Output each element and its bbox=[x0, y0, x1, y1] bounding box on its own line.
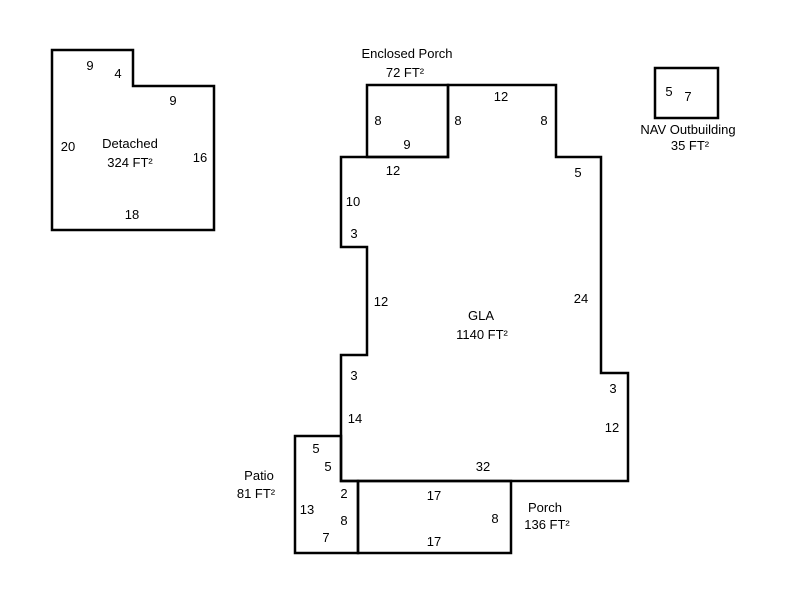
dim: 9 bbox=[86, 58, 93, 73]
dim: 17 bbox=[427, 488, 441, 503]
dim: 18 bbox=[125, 207, 139, 222]
dim: 8 bbox=[374, 113, 381, 128]
enclosed-porch-area-value: 72 FT² bbox=[386, 65, 425, 80]
dim: 5 bbox=[324, 459, 331, 474]
dim: 12 bbox=[374, 294, 388, 309]
nav-outbuilding-area: 5 7 NAV Outbuilding 35 FT² bbox=[640, 66, 736, 153]
enclosed-porch-area: Enclosed Porch 72 FT² 8 9 8 bbox=[361, 46, 462, 159]
dim: 3 bbox=[350, 368, 357, 383]
dim: 9 bbox=[403, 137, 410, 152]
dim: 3 bbox=[609, 381, 616, 396]
patio-area-value: 81 FT² bbox=[237, 486, 276, 501]
dim: 17 bbox=[427, 534, 441, 549]
detached-area-value: 324 FT² bbox=[107, 155, 153, 170]
dim: 8 bbox=[454, 113, 461, 128]
gla-area-value: 1140 FT² bbox=[456, 327, 508, 342]
dim: 3 bbox=[350, 226, 357, 241]
dim: 20 bbox=[61, 139, 75, 154]
dim: 14 bbox=[348, 411, 362, 426]
gla-label: GLA bbox=[468, 308, 494, 323]
patio-area: Patio 81 FT² 5 5 2 13 8 7 bbox=[237, 434, 360, 555]
porch-label: Porch bbox=[528, 500, 562, 515]
gla-outline bbox=[339, 83, 630, 483]
dim: 7 bbox=[322, 530, 329, 545]
detached-outline bbox=[50, 48, 216, 232]
dim: 12 bbox=[386, 163, 400, 178]
patio-label: Patio bbox=[244, 468, 274, 483]
dim: 16 bbox=[193, 150, 207, 165]
dim: 32 bbox=[476, 459, 490, 474]
dim: 8 bbox=[340, 513, 347, 528]
dim: 5 bbox=[312, 441, 319, 456]
dim: 8 bbox=[540, 113, 547, 128]
nav-outbuilding-area-value: 35 FT² bbox=[671, 138, 710, 153]
dim: 2 bbox=[340, 486, 347, 501]
dim: 9 bbox=[169, 93, 176, 108]
porch-area-value: 136 FT² bbox=[524, 517, 570, 532]
porch-outline bbox=[356, 479, 513, 555]
nav-outbuilding-label: NAV Outbuilding bbox=[640, 122, 735, 137]
detached-area: Detached 324 FT² 9 4 9 20 16 18 bbox=[50, 48, 216, 232]
dim: 5 bbox=[574, 165, 581, 180]
dim: 13 bbox=[300, 502, 314, 517]
dim: 8 bbox=[491, 511, 498, 526]
nav-outbuilding-outline bbox=[653, 66, 720, 120]
dim: 4 bbox=[114, 66, 121, 81]
detached-label: Detached bbox=[102, 136, 158, 151]
dim: 12 bbox=[494, 89, 508, 104]
porch-area: Porch 136 FT² 17 8 17 bbox=[356, 479, 570, 555]
dim: 12 bbox=[605, 420, 619, 435]
dim: 10 bbox=[346, 194, 360, 209]
dim: 24 bbox=[574, 291, 588, 306]
enclosed-porch-label: Enclosed Porch bbox=[361, 46, 452, 61]
dim: 5 bbox=[665, 84, 672, 99]
gla-area: GLA 1140 FT² 12 8 12 5 10 3 12 24 3 14 3… bbox=[339, 83, 630, 483]
dim: 7 bbox=[684, 89, 691, 104]
